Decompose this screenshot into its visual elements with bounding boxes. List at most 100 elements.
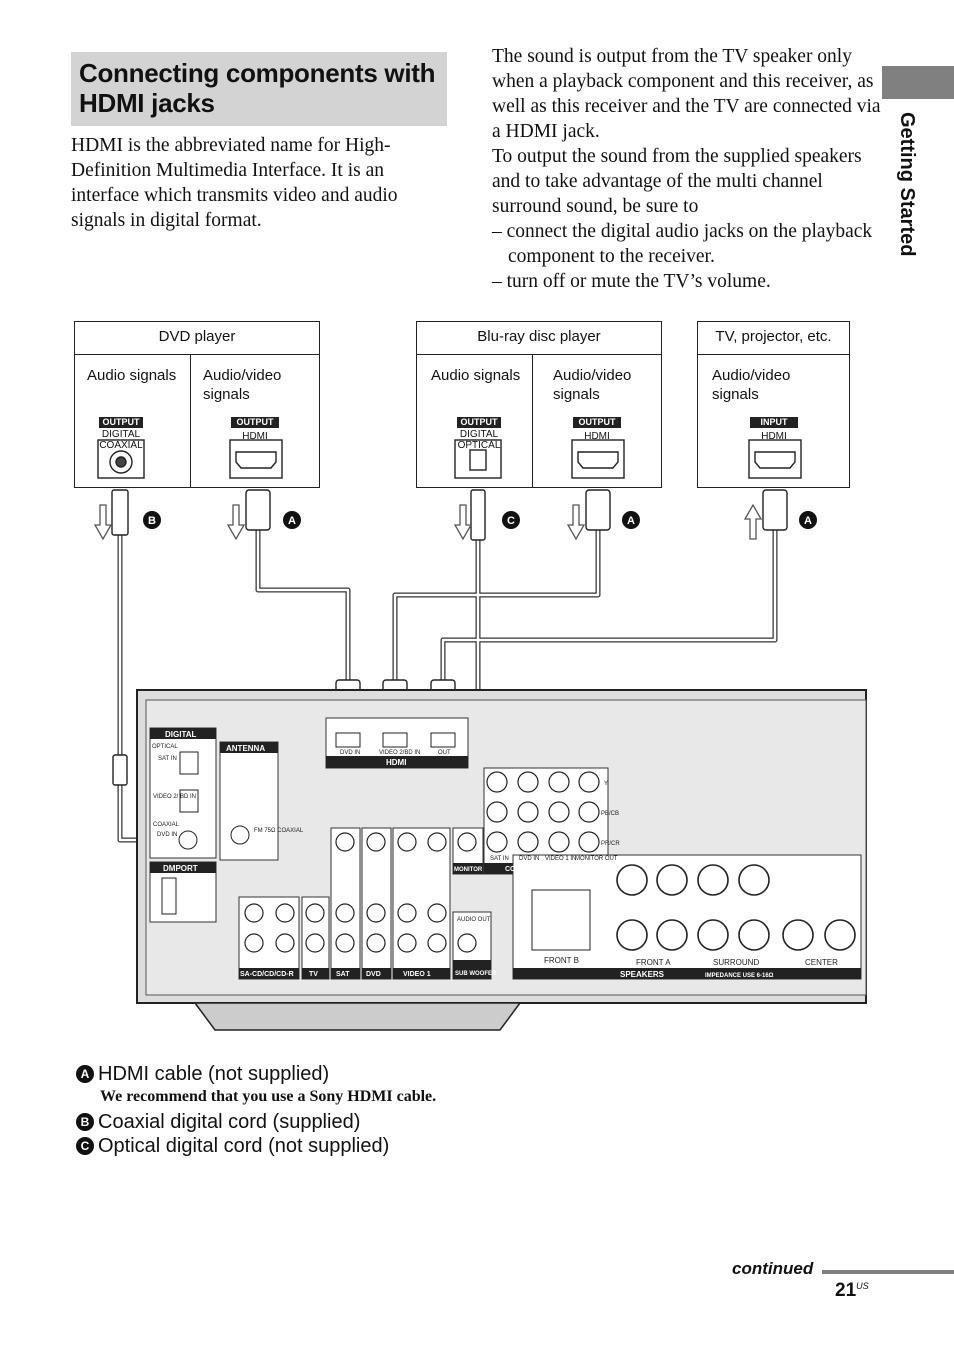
- hdmi-port-icon: [754, 451, 796, 469]
- signal-flow-arrow: [226, 504, 246, 541]
- hdmi-panel-label: HDMI: [386, 758, 406, 767]
- component-video-label: COMPONENT VIDEO: [505, 866, 575, 873]
- jack-text: HDMI: [584, 431, 610, 442]
- hdmi-port-label: OUT: [438, 750, 451, 756]
- coaxial-label: COAXIAL: [153, 822, 180, 828]
- component-col-label: DVD IN: [519, 856, 539, 862]
- marker-b-icon: B: [76, 1113, 94, 1131]
- jack-label: OUTPUT: [573, 417, 621, 428]
- signal-flow-arrow: [743, 503, 763, 540]
- group-label: MONITOR: [454, 867, 483, 873]
- fm-label: FM 75Ω COAXIAL: [254, 828, 304, 834]
- legend-text: HDMI cable (not supplied): [98, 1063, 330, 1085]
- hdmi-plug: [245, 489, 271, 531]
- optical-port-icon: [469, 449, 487, 471]
- continued-rule: [822, 1270, 954, 1274]
- av-signal-label: Audio/video signals: [203, 367, 282, 403]
- jack-label: OUTPUT: [231, 417, 279, 428]
- audio-signal-label: Audio signals: [431, 367, 521, 384]
- marker-a: A: [804, 515, 812, 527]
- divider: [532, 354, 533, 487]
- right-column: The sound is output from the TV speaker …: [492, 44, 882, 294]
- title-box: Connecting components with HDMI jacks: [71, 52, 447, 126]
- device-name: Blu-ray disc player: [417, 322, 661, 355]
- continued-label: continued: [732, 1259, 814, 1278]
- component-col-label: SAT IN: [490, 856, 509, 862]
- dmport-label: DMPORT: [163, 864, 198, 873]
- jack-label: INPUT: [750, 417, 798, 428]
- component-col-label: MONITOR OUT: [575, 856, 618, 862]
- impedance-label: IMPEDANCE USE 6-16Ω: [705, 973, 774, 979]
- component-row-label: PR/CR: [601, 841, 620, 847]
- coax-plug: [111, 489, 129, 536]
- page-title: Connecting components with HDMI jacks: [79, 58, 436, 118]
- digital-label: DIGITAL: [165, 730, 197, 739]
- bullet-2: – turn off or mute the TV’s volume.: [492, 271, 771, 292]
- group-label: DVD: [366, 971, 381, 978]
- marker-b: B: [148, 515, 156, 527]
- coax-plug: [112, 754, 128, 786]
- antenna-label: ANTENNA: [226, 744, 265, 753]
- center-label: CENTER: [805, 958, 838, 967]
- rca-jacks: [244, 771, 600, 953]
- page-suffix: US: [856, 1281, 869, 1291]
- jack-text: DIGITAL OPTICAL: [457, 429, 501, 451]
- component-col-label: VIDEO 1 IN: [545, 856, 576, 862]
- divider: [190, 354, 191, 487]
- signal-flow-arrow: [93, 504, 113, 541]
- group-label: SAT: [336, 971, 350, 978]
- cable-markers: [143, 511, 817, 529]
- dvd-in-label: DVD IN: [157, 832, 177, 838]
- device-name: TV, projector, etc.: [698, 322, 849, 355]
- right-paragraph-1: The sound is output from the TV speaker …: [492, 46, 881, 142]
- right-paragraph-2: To output the sound from the supplied sp…: [492, 146, 862, 217]
- jack-text: HDMI: [242, 431, 268, 442]
- hdmi-port-label: VIDEO 2/BD IN: [379, 750, 420, 756]
- optical-label: OPTICAL: [152, 744, 178, 750]
- hdmi-port-icon: [577, 451, 619, 469]
- section-tab-marker: [882, 66, 954, 99]
- marker-c-icon: C: [76, 1137, 94, 1155]
- jack-text: HDMI: [761, 431, 787, 442]
- av-signal-label: Audio/video signals: [553, 367, 632, 403]
- group-label: TV: [309, 971, 318, 978]
- signal-flow-arrow: [453, 504, 473, 541]
- dvd-player-box: DVD player Audio signals Audio/video sig…: [74, 321, 320, 488]
- group-label: SA-CD/CD/CD-R: [240, 971, 294, 978]
- optical-jack-frame: [454, 439, 502, 479]
- front-a-label: FRONT A: [636, 958, 671, 967]
- hdmi-port-label: DVD IN: [340, 750, 360, 756]
- page-number-value: 21: [835, 1280, 857, 1301]
- legend-note: We recommend that you use a Sony HDMI ca…: [100, 1088, 437, 1105]
- component-row-label: Y: [604, 781, 608, 787]
- marker-c: C: [507, 515, 515, 527]
- page-number: 21US: [835, 1280, 869, 1302]
- intro-paragraph: HDMI is the abbreviated name for High-De…: [71, 135, 398, 231]
- bluray-player-box: Blu-ray disc player Audio signals Audio/…: [416, 321, 662, 488]
- group-label: VIDEO 1: [403, 971, 431, 978]
- hdmi-plug: [762, 489, 788, 531]
- audio-signal-label: Audio signals: [87, 367, 177, 384]
- marker-a-icon: A: [76, 1065, 94, 1083]
- tv-box: TV, projector, etc. Audio/video signals …: [697, 321, 850, 488]
- jack-text: DIGITAL COAXIAL: [99, 429, 143, 451]
- coaxial-jack-frame: [97, 439, 145, 479]
- jack-label: OUTPUT: [99, 417, 143, 428]
- video2-bd-in-label: VIDEO 2/ BD IN: [153, 794, 196, 800]
- legend-text: Optical digital cord (not supplied): [98, 1135, 390, 1157]
- marker-a: A: [288, 515, 296, 527]
- coaxial-jack-icon: [109, 450, 133, 474]
- jack-label: OUTPUT: [457, 417, 501, 428]
- device-name: DVD player: [75, 322, 319, 355]
- bullet-1: – connect the digital audio jacks on the…: [492, 221, 873, 267]
- speakers-label: SPEAKERS: [620, 970, 665, 979]
- hdmi-jack-frame: [229, 439, 283, 479]
- hdmi-plug: [585, 489, 611, 531]
- audio-out-label: AUDIO OUT: [457, 917, 491, 923]
- speaker-terminals: [616, 864, 856, 951]
- group-label: SUB WOOFER: [455, 971, 497, 977]
